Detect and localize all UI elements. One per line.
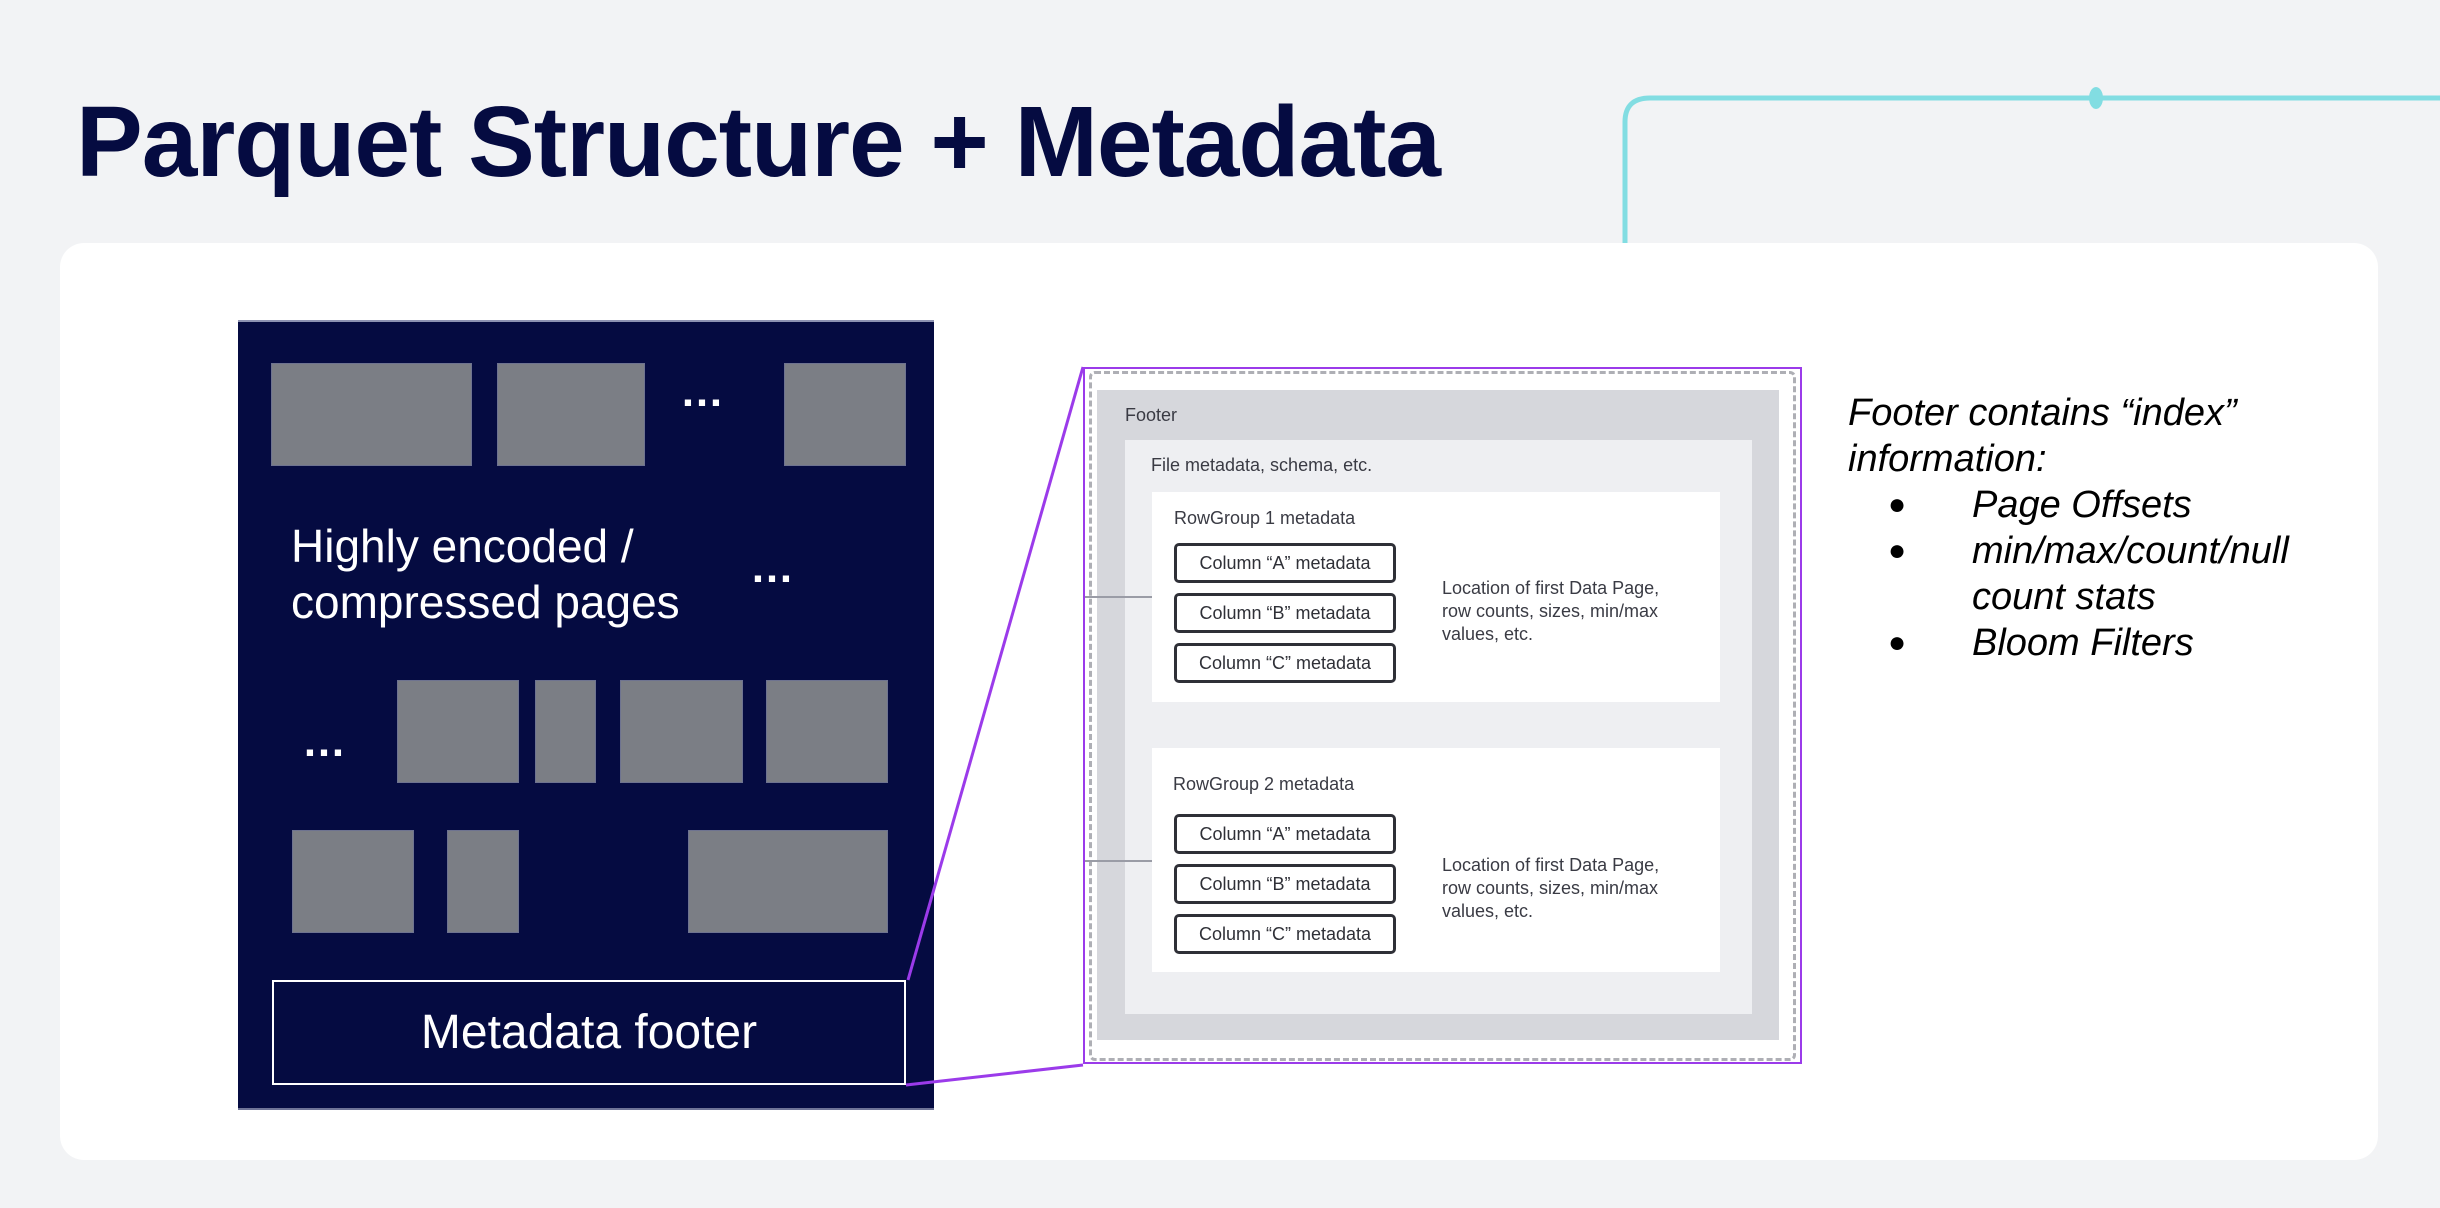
- metadata-footer-box: Metadata footer: [272, 980, 906, 1085]
- column-metadata-box: Column “A” metadata: [1174, 814, 1396, 854]
- page-block: [292, 830, 414, 933]
- notes-item: ● Bloom Filters: [1848, 620, 2368, 666]
- page-block: [784, 363, 906, 466]
- notes-item-text: Page Offsets: [1972, 484, 2192, 526]
- column-metadata-box: Column “B” metadata: [1174, 864, 1396, 904]
- rowgroup-connector: [1085, 596, 1152, 598]
- page-block: [766, 680, 888, 783]
- footer-zoom-dashed-border: [1089, 371, 1796, 1061]
- footer-label: Footer: [1125, 405, 1178, 425]
- page-block: [497, 363, 645, 466]
- column-metadata-label: Column “C” metadata: [1198, 923, 1372, 944]
- page-block: [271, 363, 472, 466]
- rowgroup-description: Location of first Data Page, row counts,…: [1442, 578, 1660, 644]
- column-metadata-box: Column “C” metadata: [1174, 643, 1396, 683]
- column-metadata-label: Column “A” metadata: [1199, 552, 1371, 573]
- rowgroup-connector: [1085, 860, 1152, 862]
- page-block: [447, 830, 519, 933]
- notes-item: ● min/max/count/null count stats: [1848, 528, 2368, 620]
- column-metadata-box: Column “A” metadata: [1174, 543, 1396, 583]
- column-metadata-label: Column “A” metadata: [1199, 823, 1371, 844]
- file-metadata-label: File metadata, schema, etc.: [1151, 455, 1373, 475]
- page-block: [688, 830, 888, 933]
- bullet-icon: ●: [1888, 534, 1907, 567]
- rowgroup-description: Location of first Data Page, row counts,…: [1442, 855, 1660, 921]
- notes-list: ● Page Offsets ● min/max/count/null count …: [1848, 482, 2368, 666]
- page-block: [620, 680, 743, 783]
- column-metadata-box: Column “C” metadata: [1174, 914, 1396, 954]
- page-block: [397, 680, 519, 783]
- bullet-icon: ●: [1888, 488, 1907, 521]
- bullet-icon: ●: [1888, 626, 1907, 659]
- column-metadata-label: Column “B” metadata: [1199, 873, 1371, 894]
- column-metadata-box: Column “B” metadata: [1174, 593, 1396, 633]
- page-title: Parquet Structure + Metadata: [76, 86, 1441, 198]
- ellipsis: …: [680, 367, 730, 416]
- pages-label-line: compressed pages: [291, 576, 680, 628]
- metadata-footer-label: Metadata footer: [420, 1006, 758, 1059]
- ellipsis: …: [750, 543, 800, 592]
- pages-label-line: Highly encoded /: [291, 520, 634, 572]
- column-metadata-label: Column “B” metadata: [1199, 602, 1371, 623]
- notes-item: ● Page Offsets: [1848, 482, 2368, 528]
- rowgroup-label: RowGroup 2 metadata: [1173, 774, 1355, 794]
- page-block: [535, 680, 596, 783]
- notes-item-text: min/max/count/null count stats: [1972, 530, 2289, 618]
- rowgroup-label: RowGroup 1 metadata: [1174, 508, 1356, 528]
- notes-item-text: Bloom Filters: [1972, 622, 2194, 664]
- teal-accent-line: [1622, 95, 2440, 243]
- teal-accent-dot: [2089, 87, 2103, 109]
- column-metadata-label: Column “C” metadata: [1198, 652, 1372, 673]
- notes-heading: Footer contains “index” information:: [1848, 392, 2237, 480]
- ellipsis: …: [302, 717, 352, 766]
- footer-notes: Footer contains “index” information: ● Pa…: [1848, 390, 2368, 666]
- pages-label: Highly encoded / compressed pages: [291, 518, 680, 630]
